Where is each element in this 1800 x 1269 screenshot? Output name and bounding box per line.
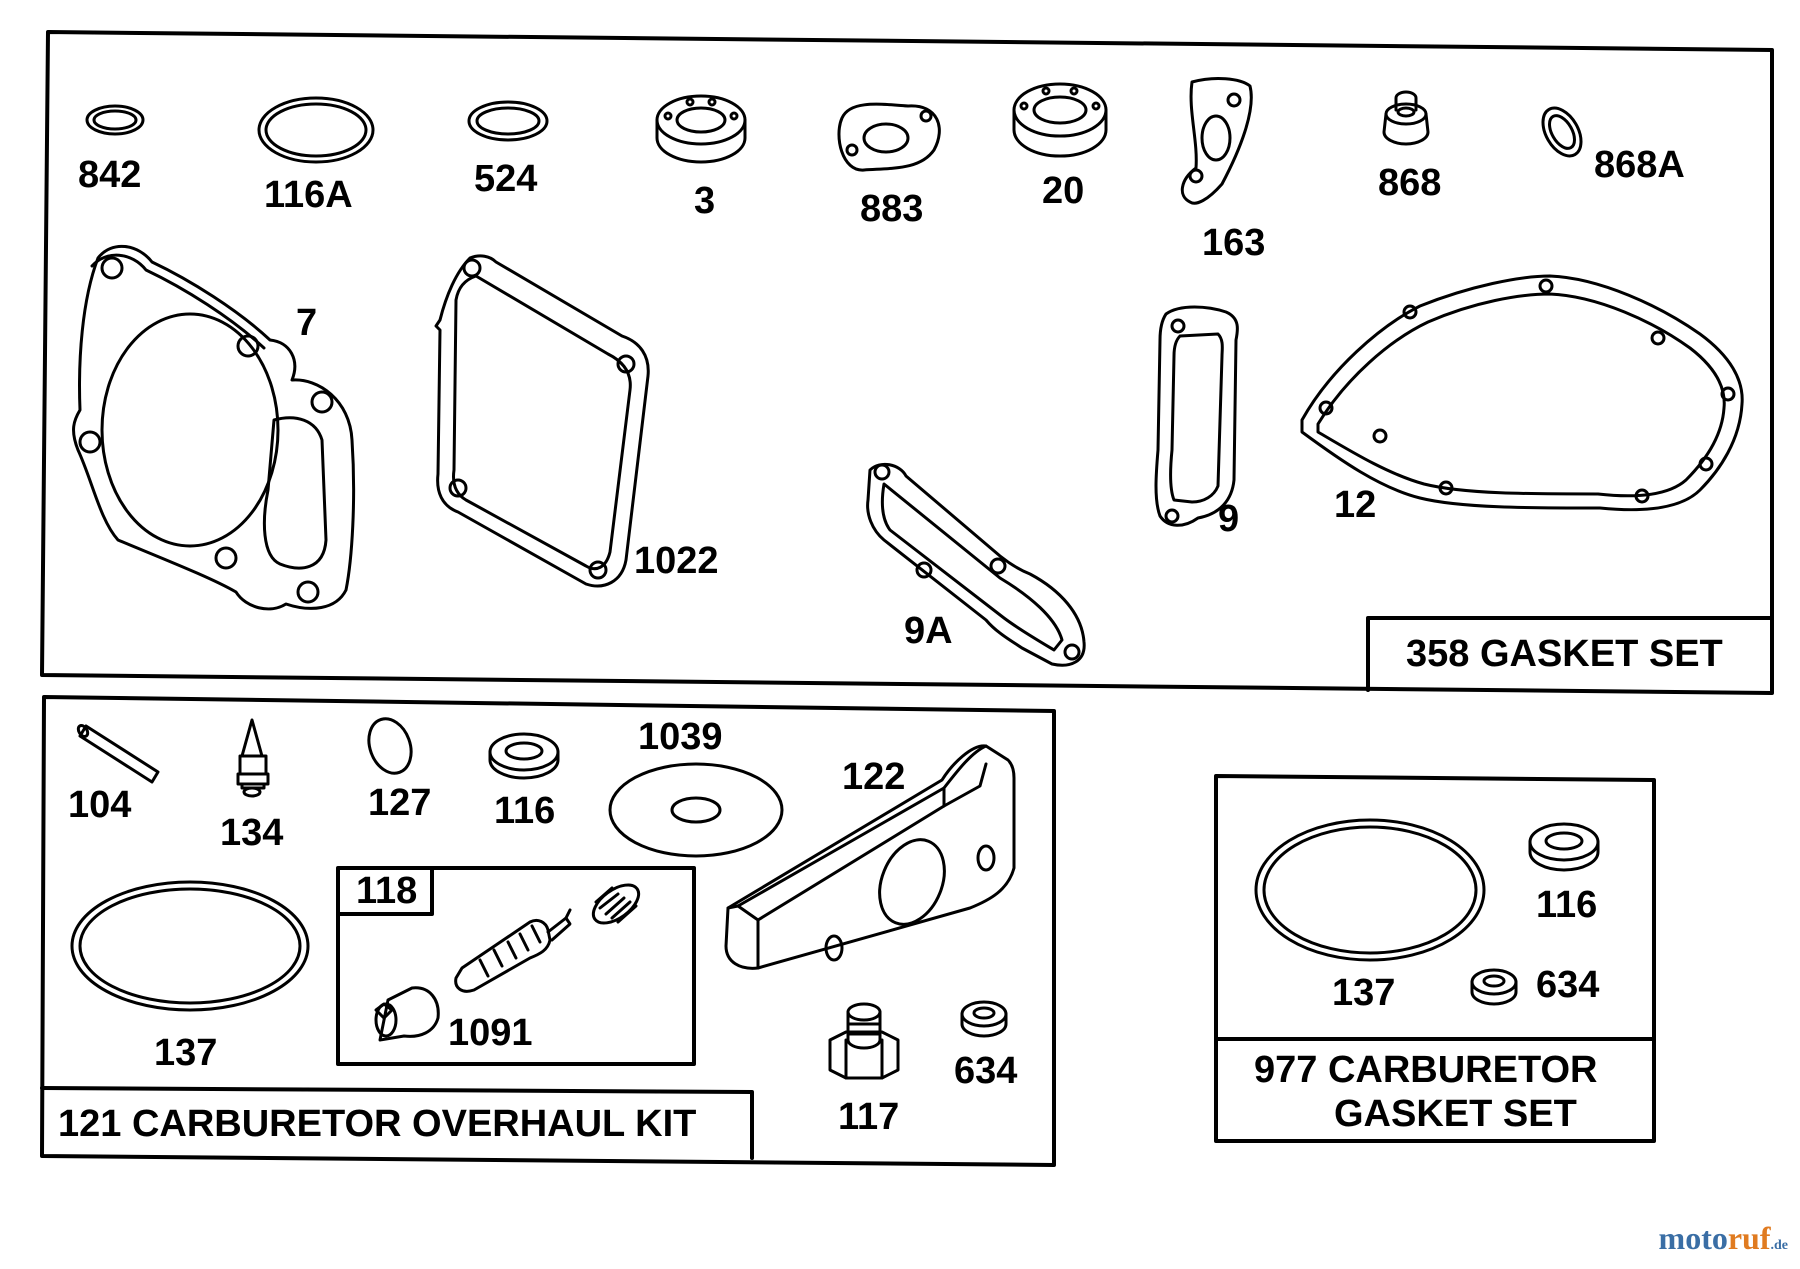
label-9: 9	[1218, 498, 1240, 540]
label-3: 3	[694, 180, 716, 222]
label-134: 134	[220, 812, 284, 854]
label-137: 137	[154, 1032, 218, 1074]
kit-title-carb-gasket-line2: GASKET SET	[1334, 1093, 1577, 1135]
part-1022-gasket	[434, 254, 650, 588]
part-116-washer	[488, 732, 560, 780]
part-137b-ring	[1254, 818, 1486, 962]
part-116b-washer	[1528, 822, 1600, 872]
label-104: 104	[68, 784, 132, 826]
part-137-ring	[70, 880, 310, 1012]
label-634: 634	[954, 1050, 1018, 1092]
part-842-ring	[85, 104, 145, 136]
part-104-pin	[76, 724, 160, 784]
label-116a: 116A	[264, 174, 353, 216]
part-3-seal	[655, 94, 747, 164]
panel-carb-gasket-frame	[1214, 774, 1656, 1143]
part-117-bolt	[828, 1002, 900, 1080]
box-118-frame	[336, 866, 696, 1066]
panel-gasket-set-frame	[40, 30, 1774, 695]
kit-title-carb-gasket-line1: 977 CARBURETOR	[1254, 1049, 1598, 1091]
part-1039-disc	[608, 762, 784, 858]
watermark-part1: moto	[1658, 1220, 1728, 1256]
label-868: 868	[1378, 162, 1442, 204]
label-20: 20	[1042, 170, 1085, 212]
label-1039: 1039	[638, 716, 723, 758]
label-163: 163	[1202, 222, 1266, 264]
part-868a-washer	[1541, 106, 1583, 158]
kit-title-carb-overhaul: 121 CARBURETOR OVERHAUL KIT	[58, 1103, 697, 1145]
label-883: 883	[860, 188, 924, 230]
part-7-head-gasket	[72, 244, 356, 611]
label-634b: 634	[1536, 964, 1600, 1006]
part-1091-cap	[374, 986, 440, 1042]
panel-carb-overhaul-frame	[40, 695, 1056, 1167]
part-1091-spring	[591, 883, 641, 925]
label-122: 122	[842, 756, 906, 798]
label-117: 117	[838, 1096, 900, 1138]
label-842: 842	[78, 154, 142, 196]
kit-title-gasket-set: 358 GASKET SET	[1406, 633, 1723, 675]
label-1091: 1091	[448, 1012, 533, 1054]
label-7: 7	[296, 302, 318, 344]
label-116: 116	[494, 790, 556, 832]
watermark-part3: .de	[1770, 1238, 1789, 1253]
part-134-needle	[236, 718, 270, 798]
part-9-gasket	[1154, 305, 1239, 527]
part-20-seal	[1012, 82, 1108, 158]
part-868-valve-seal	[1382, 90, 1430, 146]
part-12-crankcase-gasket	[1300, 274, 1744, 512]
label-1022: 1022	[634, 540, 719, 582]
kit-box-carb-overhaul	[40, 1086, 754, 1160]
part-524-ring	[467, 100, 549, 142]
label-118: 118	[356, 870, 418, 912]
part-1091-mixture-screw	[454, 908, 572, 993]
part-116a-ring	[257, 96, 375, 164]
label-524: 524	[474, 158, 538, 200]
kit-box-gasket-set	[1366, 616, 1774, 692]
watermark-logo: motoruf.de	[1659, 1220, 1788, 1257]
label-12: 12	[1334, 484, 1377, 526]
part-9a-gasket	[866, 462, 1086, 667]
part-883-gasket	[837, 102, 941, 172]
label-9a: 9A	[904, 610, 953, 652]
watermark-part2: ruf	[1727, 1220, 1771, 1256]
part-634b-washer	[1470, 968, 1518, 1006]
part-634-washer	[960, 1000, 1008, 1038]
part-127-plug	[367, 717, 413, 775]
label-137b: 137	[1332, 972, 1396, 1014]
label-116b: 116	[1536, 884, 1598, 926]
part-122-spacer	[724, 744, 1016, 970]
label-868a: 868A	[1594, 144, 1685, 186]
label-127: 127	[368, 782, 432, 824]
part-163-gasket	[1180, 77, 1253, 205]
